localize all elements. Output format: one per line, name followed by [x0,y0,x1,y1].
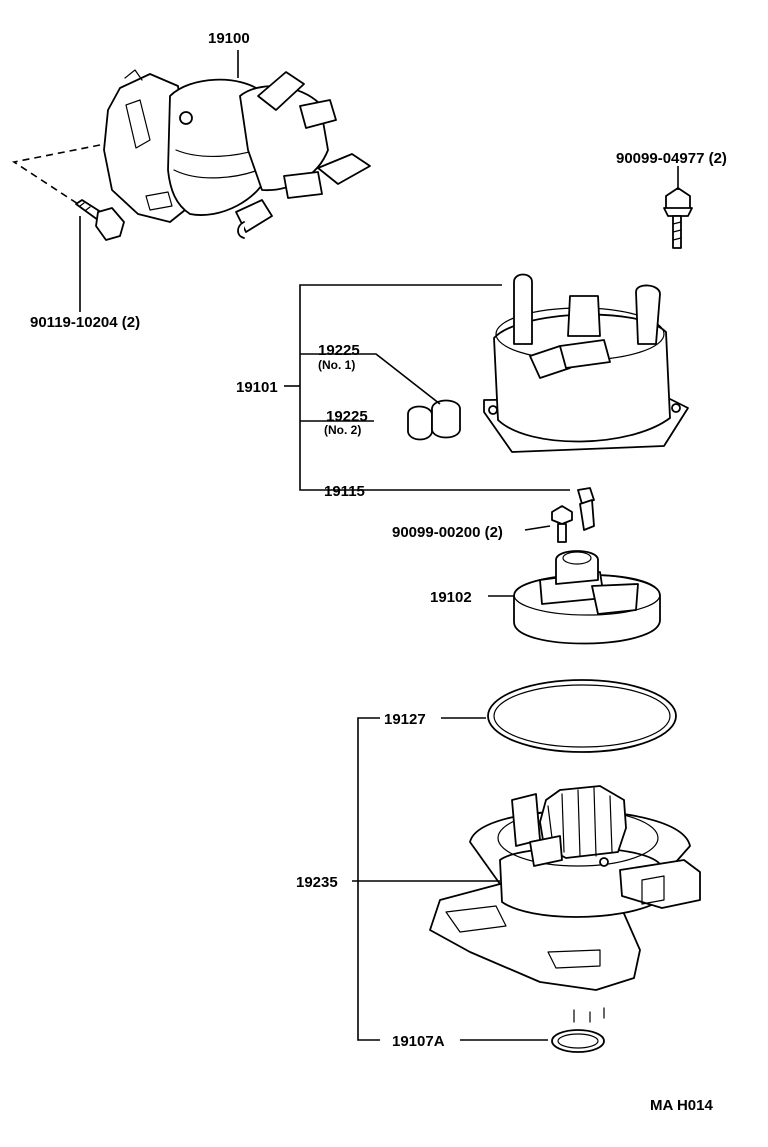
label-19225-no2-note: (No. 2) [324,423,361,437]
label-19127: 19127 [384,711,426,728]
label-19101: 19101 [236,379,278,396]
electrode-drawing [577,487,595,531]
rotor-drawing [513,550,661,645]
distributor-cap-drawing [483,273,689,453]
label-19225-no2: 19225 [326,408,368,425]
label-19100: 19100 [208,30,250,47]
cap-screw-drawing [663,187,693,249]
spark-caps-drawing [407,399,461,441]
rotor-screw-drawing [551,505,573,543]
label-19115: 19115 [324,483,365,500]
label-90099-00200: 90099-00200 (2) [392,524,503,541]
label-19102: 19102 [430,589,472,606]
o-ring-drawing [551,1029,605,1053]
gasket-drawing [487,679,677,753]
label-19225-no1: 19225 [318,342,360,359]
label-90119-10204: 90119-10204 (2) [30,314,140,331]
label-19225-no1-note: (No. 1) [318,358,355,372]
label-19235: 19235 [296,874,338,891]
distributor-assembly-drawing [103,69,371,239]
bolt-drawing [75,199,125,241]
housing-assembly-drawing [429,785,701,1023]
label-90099-04977: 90099-04977 (2) [616,150,727,167]
diagram-code: MA H014 [650,1097,713,1114]
label-19107a: 19107A [392,1033,445,1050]
mounting-guide-line [11,144,101,205]
